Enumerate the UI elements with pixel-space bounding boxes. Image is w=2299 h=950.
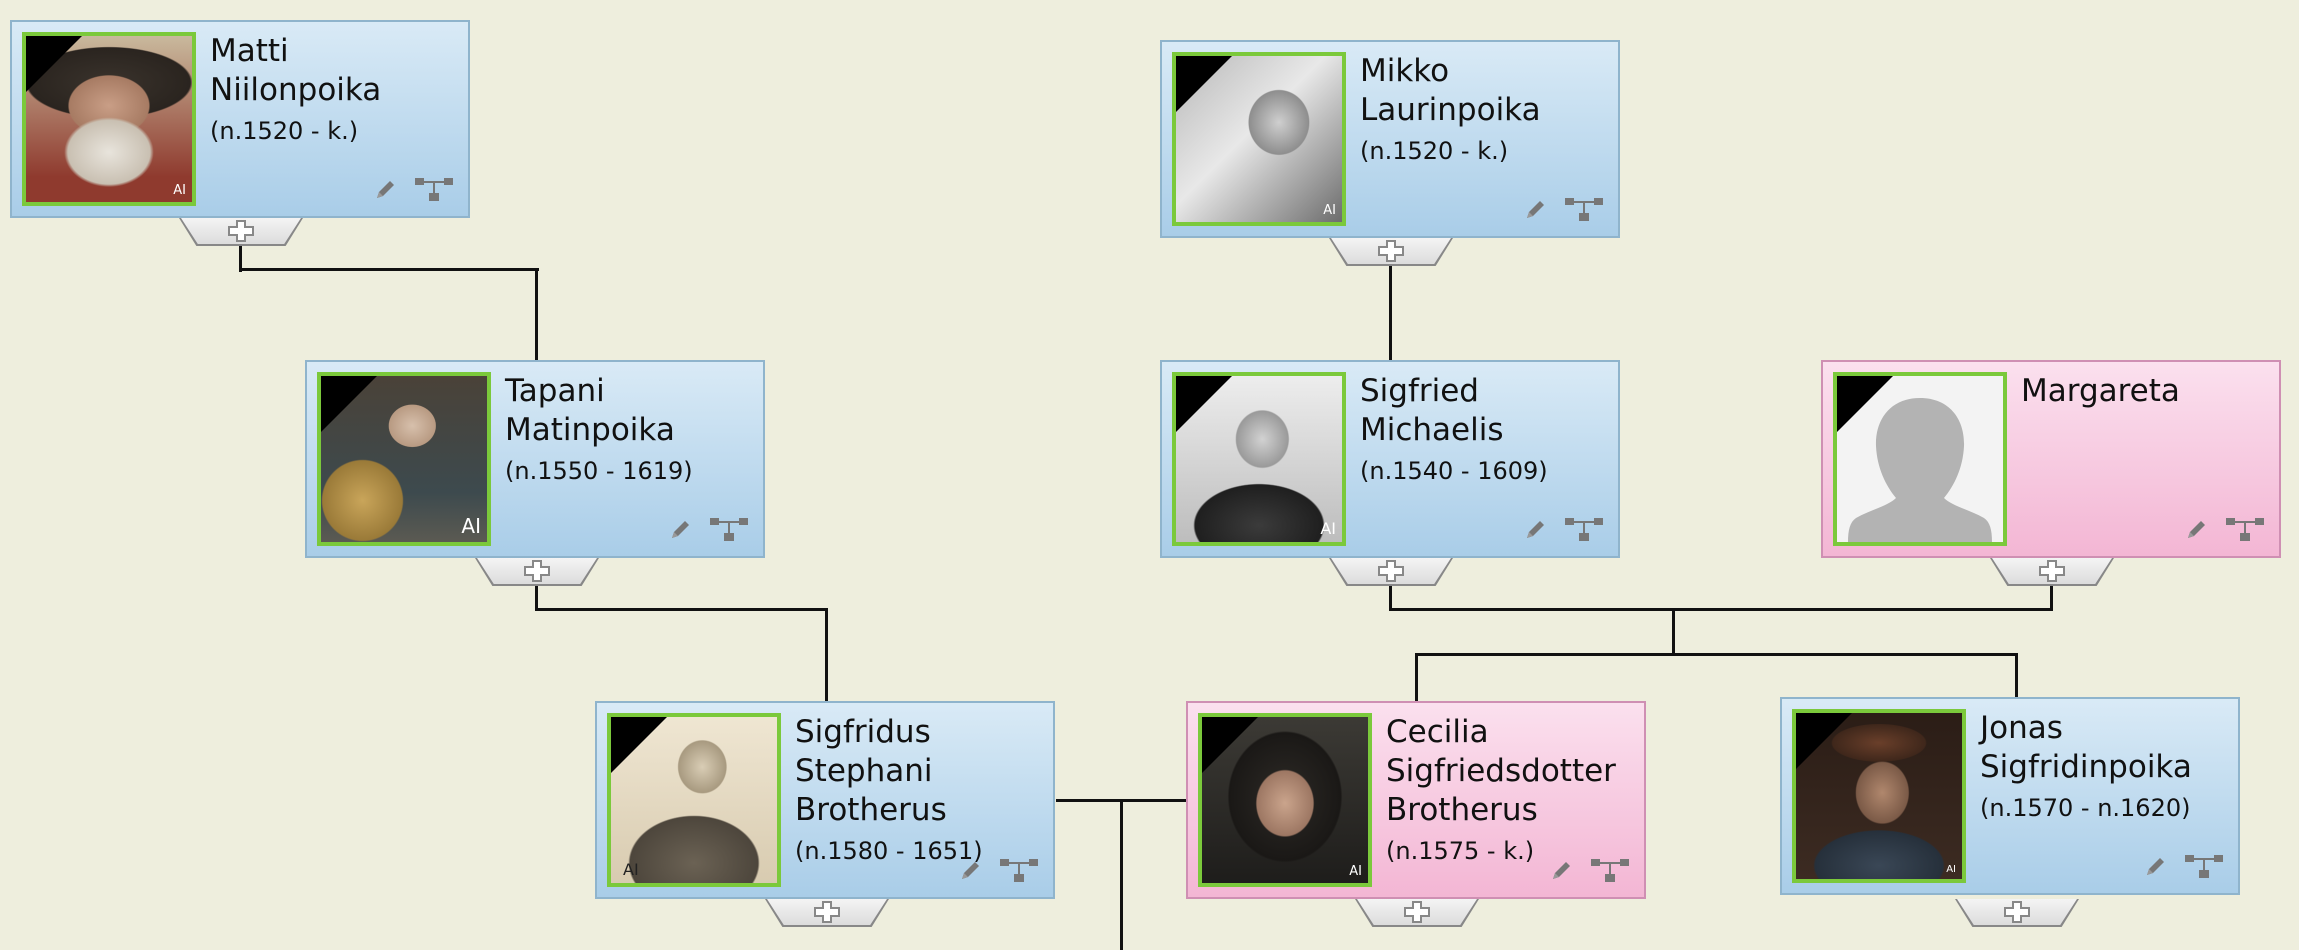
mourning-ribbon-icon — [26, 36, 82, 92]
person-card-mikko[interactable]: AI Mikko Laurinpoika (n.1520 - k.) — [1160, 40, 1620, 238]
mourning-ribbon-icon — [1796, 713, 1852, 769]
person-dates: (n.1550 - 1619) — [505, 457, 693, 485]
connector-line — [1389, 584, 1392, 610]
connector-line — [1120, 799, 1123, 950]
connector-line — [535, 268, 538, 360]
add-parents-button[interactable] — [765, 899, 889, 927]
ai-badge: AI — [1349, 864, 1362, 879]
person-photo[interactable]: AI — [1198, 713, 1372, 887]
person-card-tapani[interactable]: AI Tapani Matinpoika (n.1550 - 1619) — [305, 360, 765, 558]
person-name[interactable]: Sigfridus Stephani Brotherus — [795, 714, 947, 828]
connector-line — [1389, 608, 2053, 611]
pencil-icon[interactable] — [374, 177, 398, 201]
ai-badge: AI — [1946, 864, 1956, 875]
person-name[interactable]: Margareta — [2021, 373, 2180, 409]
connector-line — [1415, 653, 1418, 701]
person-card-margareta[interactable]: Margareta — [1821, 360, 2281, 558]
pencil-icon[interactable] — [1550, 858, 1574, 882]
family-tree-icon[interactable] — [999, 857, 1039, 883]
pencil-icon[interactable] — [1524, 517, 1548, 541]
person-name[interactable]: Tapani Matinpoika — [505, 373, 675, 448]
person-name[interactable]: Sigfried Michaelis — [1360, 373, 1504, 448]
pencil-icon[interactable] — [1524, 197, 1548, 221]
plus-icon — [2039, 560, 2065, 582]
person-dates: (n.1520 - k.) — [210, 117, 359, 145]
family-tree-icon[interactable] — [2225, 516, 2265, 542]
person-photo[interactable] — [1833, 372, 2007, 546]
mourning-ribbon-icon — [321, 376, 377, 432]
connector-line — [825, 608, 828, 702]
plus-icon — [2004, 901, 2030, 923]
ai-badge: AI — [1323, 203, 1336, 218]
person-photo[interactable]: AI — [317, 372, 491, 546]
ai-badge: AI — [623, 860, 639, 879]
add-parents-button[interactable] — [475, 558, 599, 586]
mourning-ribbon-icon — [1202, 717, 1258, 773]
person-name[interactable]: Cecilia Sigfriedsdotter Brotherus — [1386, 714, 1616, 828]
person-photo[interactable]: AI — [607, 713, 781, 887]
person-name[interactable]: Matti Niilonpoika — [210, 33, 382, 108]
add-parents-button[interactable] — [1329, 558, 1453, 586]
family-tree-icon[interactable] — [414, 176, 454, 202]
connector-line — [2050, 584, 2053, 610]
plus-icon — [1378, 240, 1404, 262]
person-dates: (n.1575 - k.) — [1386, 837, 1535, 865]
plus-icon — [1378, 560, 1404, 582]
connector-line — [1389, 264, 1392, 360]
family-tree-icon[interactable] — [1590, 857, 1630, 883]
person-card-jonas[interactable]: AI Jonas Sigfridinpoika (n.1570 - n.1620… — [1780, 697, 2240, 895]
connector-line — [239, 244, 242, 272]
add-parents-button[interactable] — [1955, 899, 2079, 927]
person-card-sigfridus[interactable]: AI Sigfridus Stephani Brotherus (n.1580 … — [595, 701, 1055, 899]
connector-line — [1672, 608, 1675, 654]
female-silhouette-icon — [1848, 398, 1992, 542]
connector-line — [1415, 653, 2018, 656]
person-photo[interactable]: AI — [22, 32, 196, 206]
pencil-icon[interactable] — [669, 517, 693, 541]
person-dates: (n.1570 - n.1620) — [1980, 794, 2191, 822]
plus-icon — [228, 220, 254, 242]
person-name[interactable]: Jonas Sigfridinpoika — [1980, 710, 2192, 785]
family-tree-icon[interactable] — [1564, 516, 1604, 542]
mourning-ribbon-icon — [1176, 376, 1232, 432]
mourning-ribbon-icon — [1176, 56, 1232, 112]
plus-icon — [1404, 901, 1430, 923]
family-tree-icon[interactable] — [709, 516, 749, 542]
connector-line — [535, 584, 538, 610]
add-parents-button[interactable] — [1355, 899, 1479, 927]
ai-badge: AI — [173, 183, 186, 198]
pencil-icon[interactable] — [2185, 517, 2209, 541]
ai-badge: AI — [1320, 519, 1336, 538]
pencil-icon[interactable] — [2144, 854, 2168, 878]
person-card-cecilia[interactable]: AI Cecilia Sigfriedsdotter Brotherus (n.… — [1186, 701, 1646, 899]
add-parents-button[interactable] — [1329, 238, 1453, 266]
connector-line — [239, 268, 539, 271]
connector-line — [2015, 653, 2018, 697]
add-parents-button[interactable] — [179, 218, 303, 246]
person-dates: (n.1580 - 1651) — [795, 837, 983, 865]
mourning-ribbon-icon — [1837, 376, 1893, 432]
person-card-sigfried[interactable]: AI Sigfried Michaelis (n.1540 - 1609) — [1160, 360, 1620, 558]
person-photo[interactable]: AI — [1172, 372, 1346, 546]
connector-line — [535, 608, 827, 611]
family-tree-icon[interactable] — [1564, 196, 1604, 222]
pencil-icon[interactable] — [959, 858, 983, 882]
plus-icon — [814, 901, 840, 923]
person-photo[interactable]: AI — [1792, 709, 1966, 883]
family-tree-icon[interactable] — [2184, 853, 2224, 879]
person-name[interactable]: Mikko Laurinpoika — [1360, 53, 1541, 128]
plus-icon — [524, 560, 550, 582]
person-dates: (n.1520 - k.) — [1360, 137, 1509, 165]
add-parents-button[interactable] — [1990, 558, 2114, 586]
mourning-ribbon-icon — [611, 717, 667, 773]
person-card-matti[interactable]: AI Matti Niilonpoika (n.1520 - k.) — [10, 20, 470, 218]
person-photo[interactable]: AI — [1172, 52, 1346, 226]
person-dates: (n.1540 - 1609) — [1360, 457, 1548, 485]
ai-badge: AI — [461, 514, 481, 538]
